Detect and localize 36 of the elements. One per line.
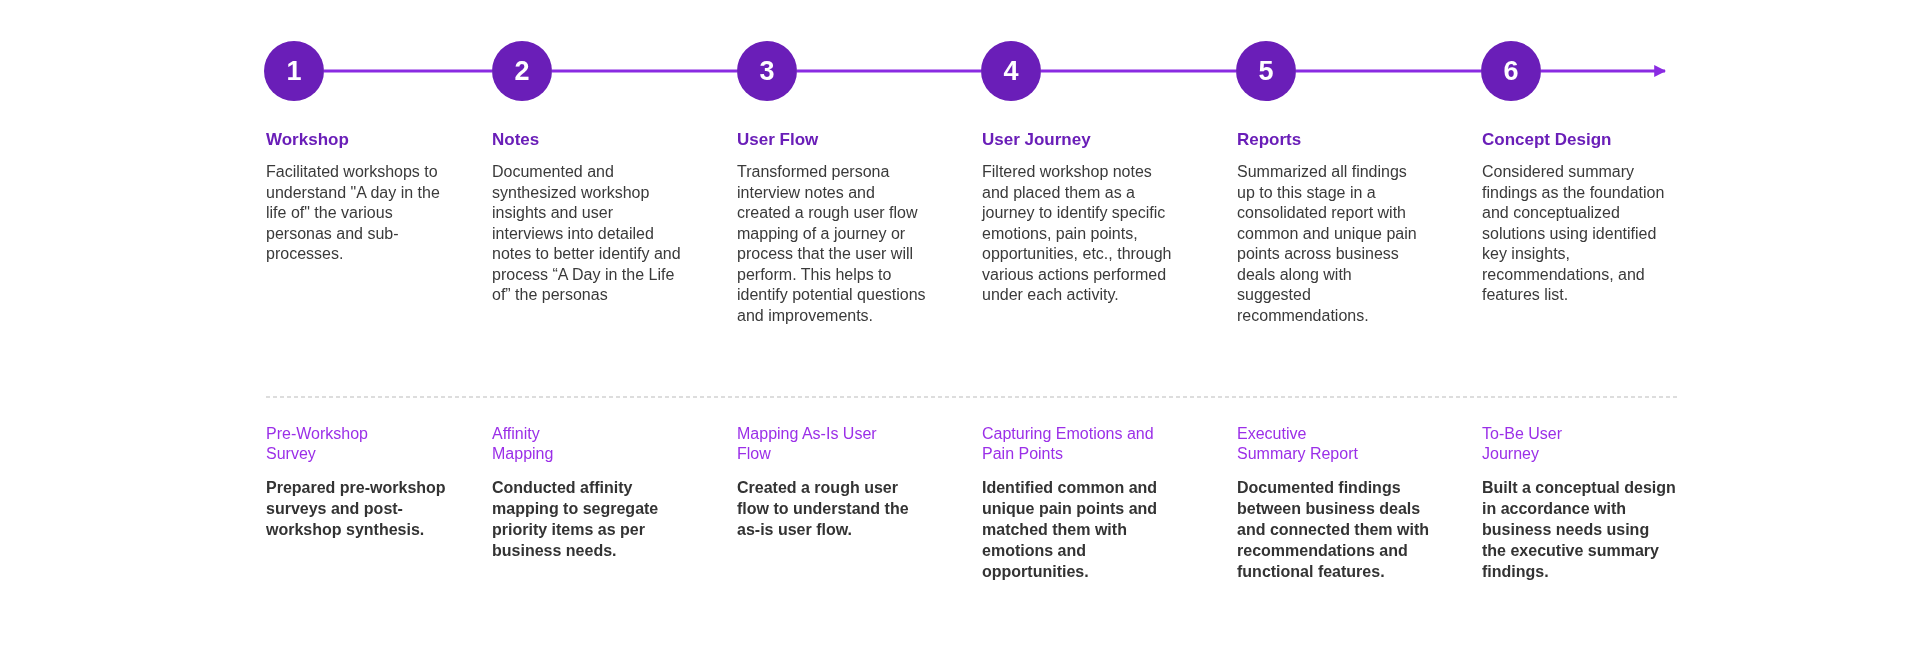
activity-description: Built a conceptual design in accordance with business needs using the executive summary findings. — [1482, 478, 1677, 582]
step-circle: 4 — [981, 41, 1041, 101]
step-description: Facilitated workshops to understand "A day in the life of" the various personas and sub-processes. — [266, 162, 441, 264]
connector-line — [552, 69, 737, 73]
step-heading: Reports — [1237, 130, 1302, 150]
step-description: Documented and synthesized workshop insights and user interviews into detailed notes to better identify and process “A Day in the Life of” the personas — [492, 162, 682, 305]
connector-line — [797, 69, 981, 73]
activity-description: Created a rough user flow to understand the as-is user flow. — [737, 478, 910, 540]
step-heading: Concept Design — [1482, 130, 1612, 150]
step-description: Considered summary findings as the foundation and conceptualized solutions using identified key insights, recommendations, and features list. — [1482, 162, 1666, 305]
activity-heading: To-Be User Journey — [1482, 424, 1564, 464]
step-heading: Notes — [492, 130, 540, 150]
connector-line — [324, 69, 492, 73]
step-heading: User Flow — [737, 130, 819, 150]
activity-heading: Capturing Emotions and Pain Points — [982, 424, 1155, 464]
step-description: Summarized all findings up to this stage in a consolidated report with common and unique pain points across business deals along with suggested recommendations. — [1237, 162, 1418, 326]
connector-line — [1296, 69, 1481, 73]
step-circle: 6 — [1481, 41, 1541, 101]
activity-heading: Pre-Workshop Survey — [266, 424, 369, 464]
connector-line — [1041, 69, 1236, 73]
step-description: Transformed persona interview notes and created a rough user flow mapping of a journey or process that the user will perform. This helps to identify potential questions and improvements. — [737, 162, 927, 326]
step-circle: 2 — [492, 41, 552, 101]
step-heading: User Journey — [982, 130, 1091, 150]
step-circle: 1 — [264, 41, 324, 101]
activity-description: Prepared pre-workshop surveys and post-workshop synthesis. — [266, 478, 447, 540]
step-circle: 3 — [737, 41, 797, 101]
activity-description: Identified common and unique pain points and matched them with emotions and opportunities. — [982, 478, 1159, 582]
activity-heading: Executive Summary Report — [1237, 424, 1359, 464]
activity-heading: Affinity Mapping — [492, 424, 555, 464]
activity-description: Conducted affinity mapping to segregate priority items as per business needs. — [492, 478, 660, 561]
step-heading: Workshop — [266, 130, 349, 150]
step-circle: 5 — [1236, 41, 1296, 101]
activity-heading: Mapping As-Is User Flow — [737, 424, 877, 464]
step-description: Filtered workshop notes and placed them as a journey to identify specific emotions, pain points, opportunities, etc., through various actions performed under each activity. — [982, 162, 1172, 305]
activity-description: Documented findings between business deals and connected them with recommendations and functional features. — [1237, 478, 1430, 582]
arrow — [1541, 65, 1667, 77]
